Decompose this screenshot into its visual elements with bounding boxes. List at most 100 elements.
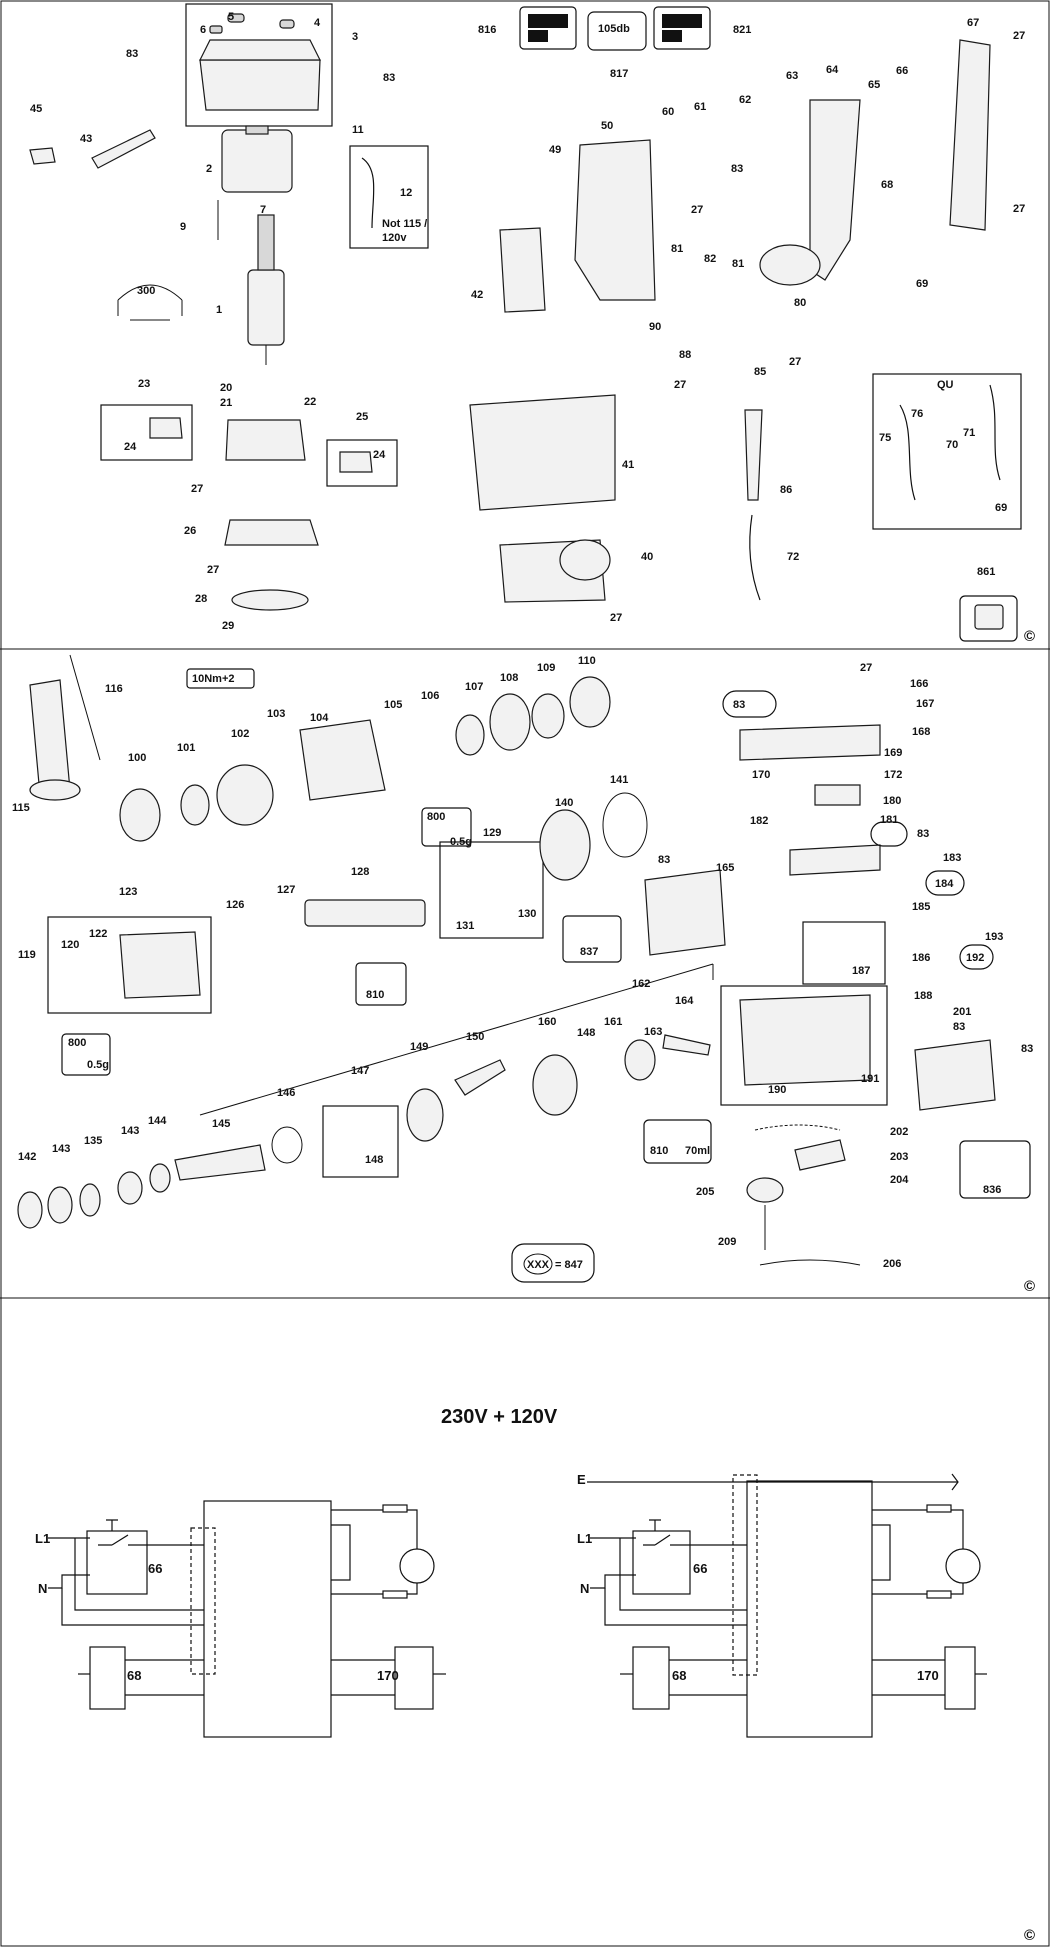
callout-label: 837 — [580, 946, 598, 958]
callout-label: XXX — [527, 1259, 550, 1271]
callout-label: 144 — [148, 1115, 167, 1127]
callout-label: 129 — [483, 827, 501, 839]
callout-label: 164 — [675, 995, 694, 1007]
callout-label: 123 — [119, 886, 137, 898]
callout-label: 103 — [267, 708, 285, 720]
callout-label: 105 — [384, 699, 402, 711]
callout-label: 71 — [963, 427, 975, 439]
callout-label: 148 — [577, 1027, 595, 1039]
callout-label: 143 — [121, 1125, 139, 1137]
callout-label: 205 — [696, 1186, 714, 1198]
callout-label: 27 — [860, 662, 872, 674]
wire-label: E — [577, 1472, 586, 1487]
callout-label: 80 — [794, 297, 806, 309]
callout-label: 120 — [61, 939, 79, 951]
switch-label: 170 — [917, 1668, 939, 1683]
callout-label: 128 — [351, 866, 369, 878]
callout-label: 160 — [538, 1016, 556, 1028]
callout-label: 146 — [277, 1087, 295, 1099]
callout-label: 83 — [383, 72, 395, 84]
callout-label: 190 — [768, 1084, 786, 1096]
callout-label: 23 — [138, 378, 150, 390]
callout-label: 61 — [694, 101, 706, 113]
callout-label: 9 — [180, 221, 186, 233]
callout-label: 27 — [207, 564, 219, 576]
callout-label: 41 — [622, 459, 634, 471]
callout-label: 131 — [456, 920, 474, 932]
callout-label: 27 — [1013, 203, 1025, 215]
callout-label: 27 — [691, 204, 703, 216]
callout-label: 141 — [610, 774, 628, 786]
callout-label: 85 — [754, 366, 766, 378]
callout-label: 83 — [1021, 1043, 1033, 1055]
callout-label: 82 — [704, 253, 716, 265]
callout-label: 22 — [304, 396, 316, 408]
callout-label: 50 — [601, 120, 613, 132]
callout-label: 75 — [879, 432, 891, 444]
callout-label: 25 — [356, 411, 368, 423]
callout-label: 10Nm+2 — [192, 673, 235, 685]
wiring-title: 230V + 120V — [441, 1406, 558, 1428]
callout-labels: 5 4 6 3 83 83 45 43 11 2 12 9 7 300 1 20… — [12, 11, 1035, 1944]
callout-label: 83 — [917, 828, 929, 840]
callout-label: 100 — [128, 752, 146, 764]
callout-label: 72 — [787, 551, 799, 563]
callout-label: 149 — [410, 1041, 428, 1053]
callout-label: 181 — [880, 814, 898, 826]
section-3 — [48, 1473, 987, 1738]
callout-label: 70ml — [685, 1145, 710, 1157]
callout-label: 108 — [500, 672, 518, 684]
callout-label: 163 — [644, 1026, 662, 1038]
callout-label: 165 — [716, 862, 734, 874]
callout-label: 69 — [995, 502, 1007, 514]
callout-label: 188 — [914, 990, 932, 1002]
note-line: 120v — [382, 232, 407, 244]
callout-label: 817 — [610, 68, 628, 80]
callout-label: 172 — [884, 769, 902, 781]
copyright-mark: © — [1024, 1927, 1035, 1944]
callout-label: 147 — [351, 1065, 369, 1077]
callout-label: 122 — [89, 928, 107, 940]
callout-label: 816 — [478, 24, 496, 36]
wire-label: N — [38, 1581, 47, 1596]
callout-label: 2 — [206, 163, 212, 175]
callout-label: 101 — [177, 742, 195, 754]
callout-label: 110 — [578, 655, 596, 667]
callout-label: 203 — [890, 1151, 908, 1163]
callout-label: 106 — [421, 690, 439, 702]
switch-label: 66 — [693, 1561, 707, 1576]
wire-label: L1 — [35, 1531, 50, 1546]
callout-label: 27 — [674, 379, 686, 391]
callout-label: 4 — [314, 17, 321, 29]
callout-label: 800 — [427, 811, 445, 823]
callout-label: 127 — [277, 884, 295, 896]
switch-label: 68 — [672, 1668, 686, 1683]
callout-label: 209 — [718, 1236, 736, 1248]
callout-label: 167 — [916, 698, 934, 710]
callout-label: 180 — [883, 795, 901, 807]
callout-label: 86 — [780, 484, 792, 496]
callout-label: 204 — [890, 1174, 909, 1186]
callout-label: 162 — [632, 978, 650, 990]
callout-label: 193 — [985, 931, 1003, 943]
callout-label: 126 — [226, 899, 244, 911]
callout-label: 202 — [890, 1126, 908, 1138]
callout-label: 60 — [662, 106, 674, 118]
callout-label: 20 — [220, 382, 232, 394]
callout-label: 40 — [641, 551, 653, 563]
callout-label: 6 — [200, 24, 206, 36]
wiring-diagram-left — [48, 1500, 446, 1738]
callout-label: 300 — [137, 285, 155, 297]
note-line: Not 115 / — [382, 218, 427, 230]
callout-label: 69 — [916, 278, 928, 290]
callout-label: 88 — [679, 349, 691, 361]
callout-label: 130 — [518, 908, 536, 920]
callout-label: 810 — [650, 1145, 668, 1157]
callout-label: 107 — [465, 681, 483, 693]
callout-label: 187 — [852, 965, 870, 977]
callout-label: 64 — [826, 64, 839, 76]
callout-label: 3 — [352, 31, 358, 43]
callout-label: 42 — [471, 289, 483, 301]
callout-label: 115 — [12, 802, 30, 814]
